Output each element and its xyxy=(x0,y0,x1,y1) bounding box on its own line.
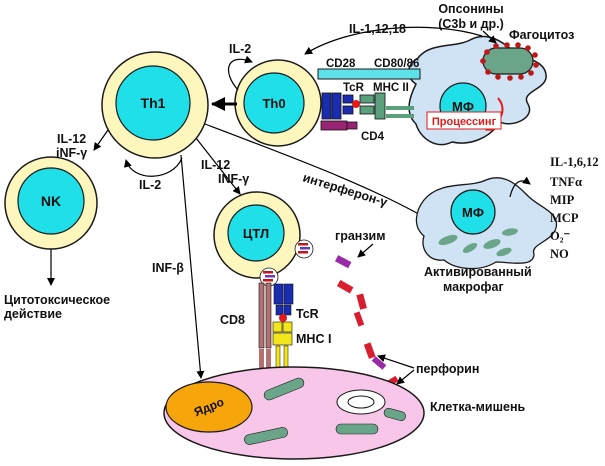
th1-to-ctl-arrow xyxy=(195,137,241,195)
th0-nucleus xyxy=(243,72,305,134)
cytokine-list: IL-1,6,12 TNFα MIP MCP O₂⁻ NO xyxy=(550,155,599,261)
inf-beta-label: INF-β xyxy=(152,261,184,275)
tcr-bottom-label: TcR xyxy=(296,307,319,321)
nk-label: NK xyxy=(41,193,61,209)
cytokine-tnf: TNFα xyxy=(550,175,582,189)
processing-label: Процессинг xyxy=(432,116,497,128)
cytokine-no: NO xyxy=(550,247,569,261)
cytokine-mcp: MCP xyxy=(550,211,579,225)
th1-nucleus xyxy=(115,65,191,141)
target-cell-label: Клетка-мишень xyxy=(430,400,526,414)
macrophage-label: МФ xyxy=(452,99,474,114)
ifn-nk-label: iNF-γ xyxy=(56,146,87,160)
ctl-receptor-complex xyxy=(258,282,294,371)
opsonized-bacterium xyxy=(480,42,539,81)
cytokine-o2: O₂⁻ xyxy=(550,229,570,243)
cd80-86-label: CD80/86 xyxy=(374,58,419,70)
cd4-receptor xyxy=(320,120,348,131)
cd28-cd80-bridge xyxy=(317,68,421,80)
cytotoxic-label: Цитотоксическое xyxy=(4,293,110,307)
perforin-pointer-upper xyxy=(377,354,415,369)
opsonins-label: Опсонины xyxy=(438,2,503,16)
inf-beta-arrow xyxy=(180,154,205,379)
th1-il2-loop xyxy=(123,157,183,177)
cd8-label: CD8 xyxy=(220,313,245,327)
il12-ctl-label: IL-12 xyxy=(201,158,230,172)
perforin-pointer-lower xyxy=(396,369,415,385)
il-1-12-18-label: IL-1,12,18 xyxy=(349,22,406,36)
tcr-mhc2-complex xyxy=(321,92,414,120)
ifn-ctl-label: INF-γ xyxy=(218,172,249,186)
granzyme-pointer xyxy=(357,243,374,258)
cytokine-mip: MIP xyxy=(550,193,575,207)
activated-macrophage-nucleus xyxy=(450,189,496,235)
activated-macrophage-sub-caption: макрофаг xyxy=(443,280,504,294)
interferon-arrow xyxy=(204,123,437,225)
cd28-label: CD28 xyxy=(326,58,356,70)
th0-label: Th0 xyxy=(262,96,285,111)
nk-nucleus xyxy=(17,167,85,235)
target-cell-organelles xyxy=(244,377,406,445)
processing-box xyxy=(426,111,502,130)
cytokine-release-arrow xyxy=(509,176,531,198)
perforin-label: перфорин xyxy=(416,362,479,376)
tcr-top-label: TcR xyxy=(343,82,365,94)
ctl-nucleus xyxy=(227,204,285,262)
opsonins-sub-label: (C3b и др.) xyxy=(438,17,504,31)
phagocytosis-label: Фагоцитоз xyxy=(509,28,574,42)
perforin-pore xyxy=(336,389,386,415)
cytotoxic-sub-label: действие xyxy=(4,307,62,321)
th1-to-nk-arrow xyxy=(93,129,109,151)
ctl-granules xyxy=(259,239,314,287)
interferon-label: интерферон-γ xyxy=(301,170,389,209)
th0-il2-loop xyxy=(228,55,253,91)
macrophage-vesicles xyxy=(438,228,518,257)
il12-nk-label: IL-12 xyxy=(57,132,86,146)
mhc1-label: MHC I xyxy=(296,332,331,346)
target-cell-nucleus xyxy=(165,381,253,433)
activated-macrophage-caption: Активированный xyxy=(424,265,532,279)
cd4-label: CD4 xyxy=(361,131,385,143)
il2-top-label: IL-2 xyxy=(229,42,251,56)
mhc2-label: MHC II xyxy=(373,82,409,94)
cytokine-il: IL-1,6,12 xyxy=(550,155,599,169)
granzyme-label: гранзим xyxy=(335,229,386,243)
ctl-label: ЦТЛ xyxy=(243,226,269,241)
il-1-12-18-arrow xyxy=(304,26,483,55)
th1-label: Th1 xyxy=(141,95,166,111)
il2-bottom-label: IL-2 xyxy=(139,178,161,192)
opsonins-pointer xyxy=(482,30,497,44)
activated-macrophage-label: МФ xyxy=(462,205,484,220)
